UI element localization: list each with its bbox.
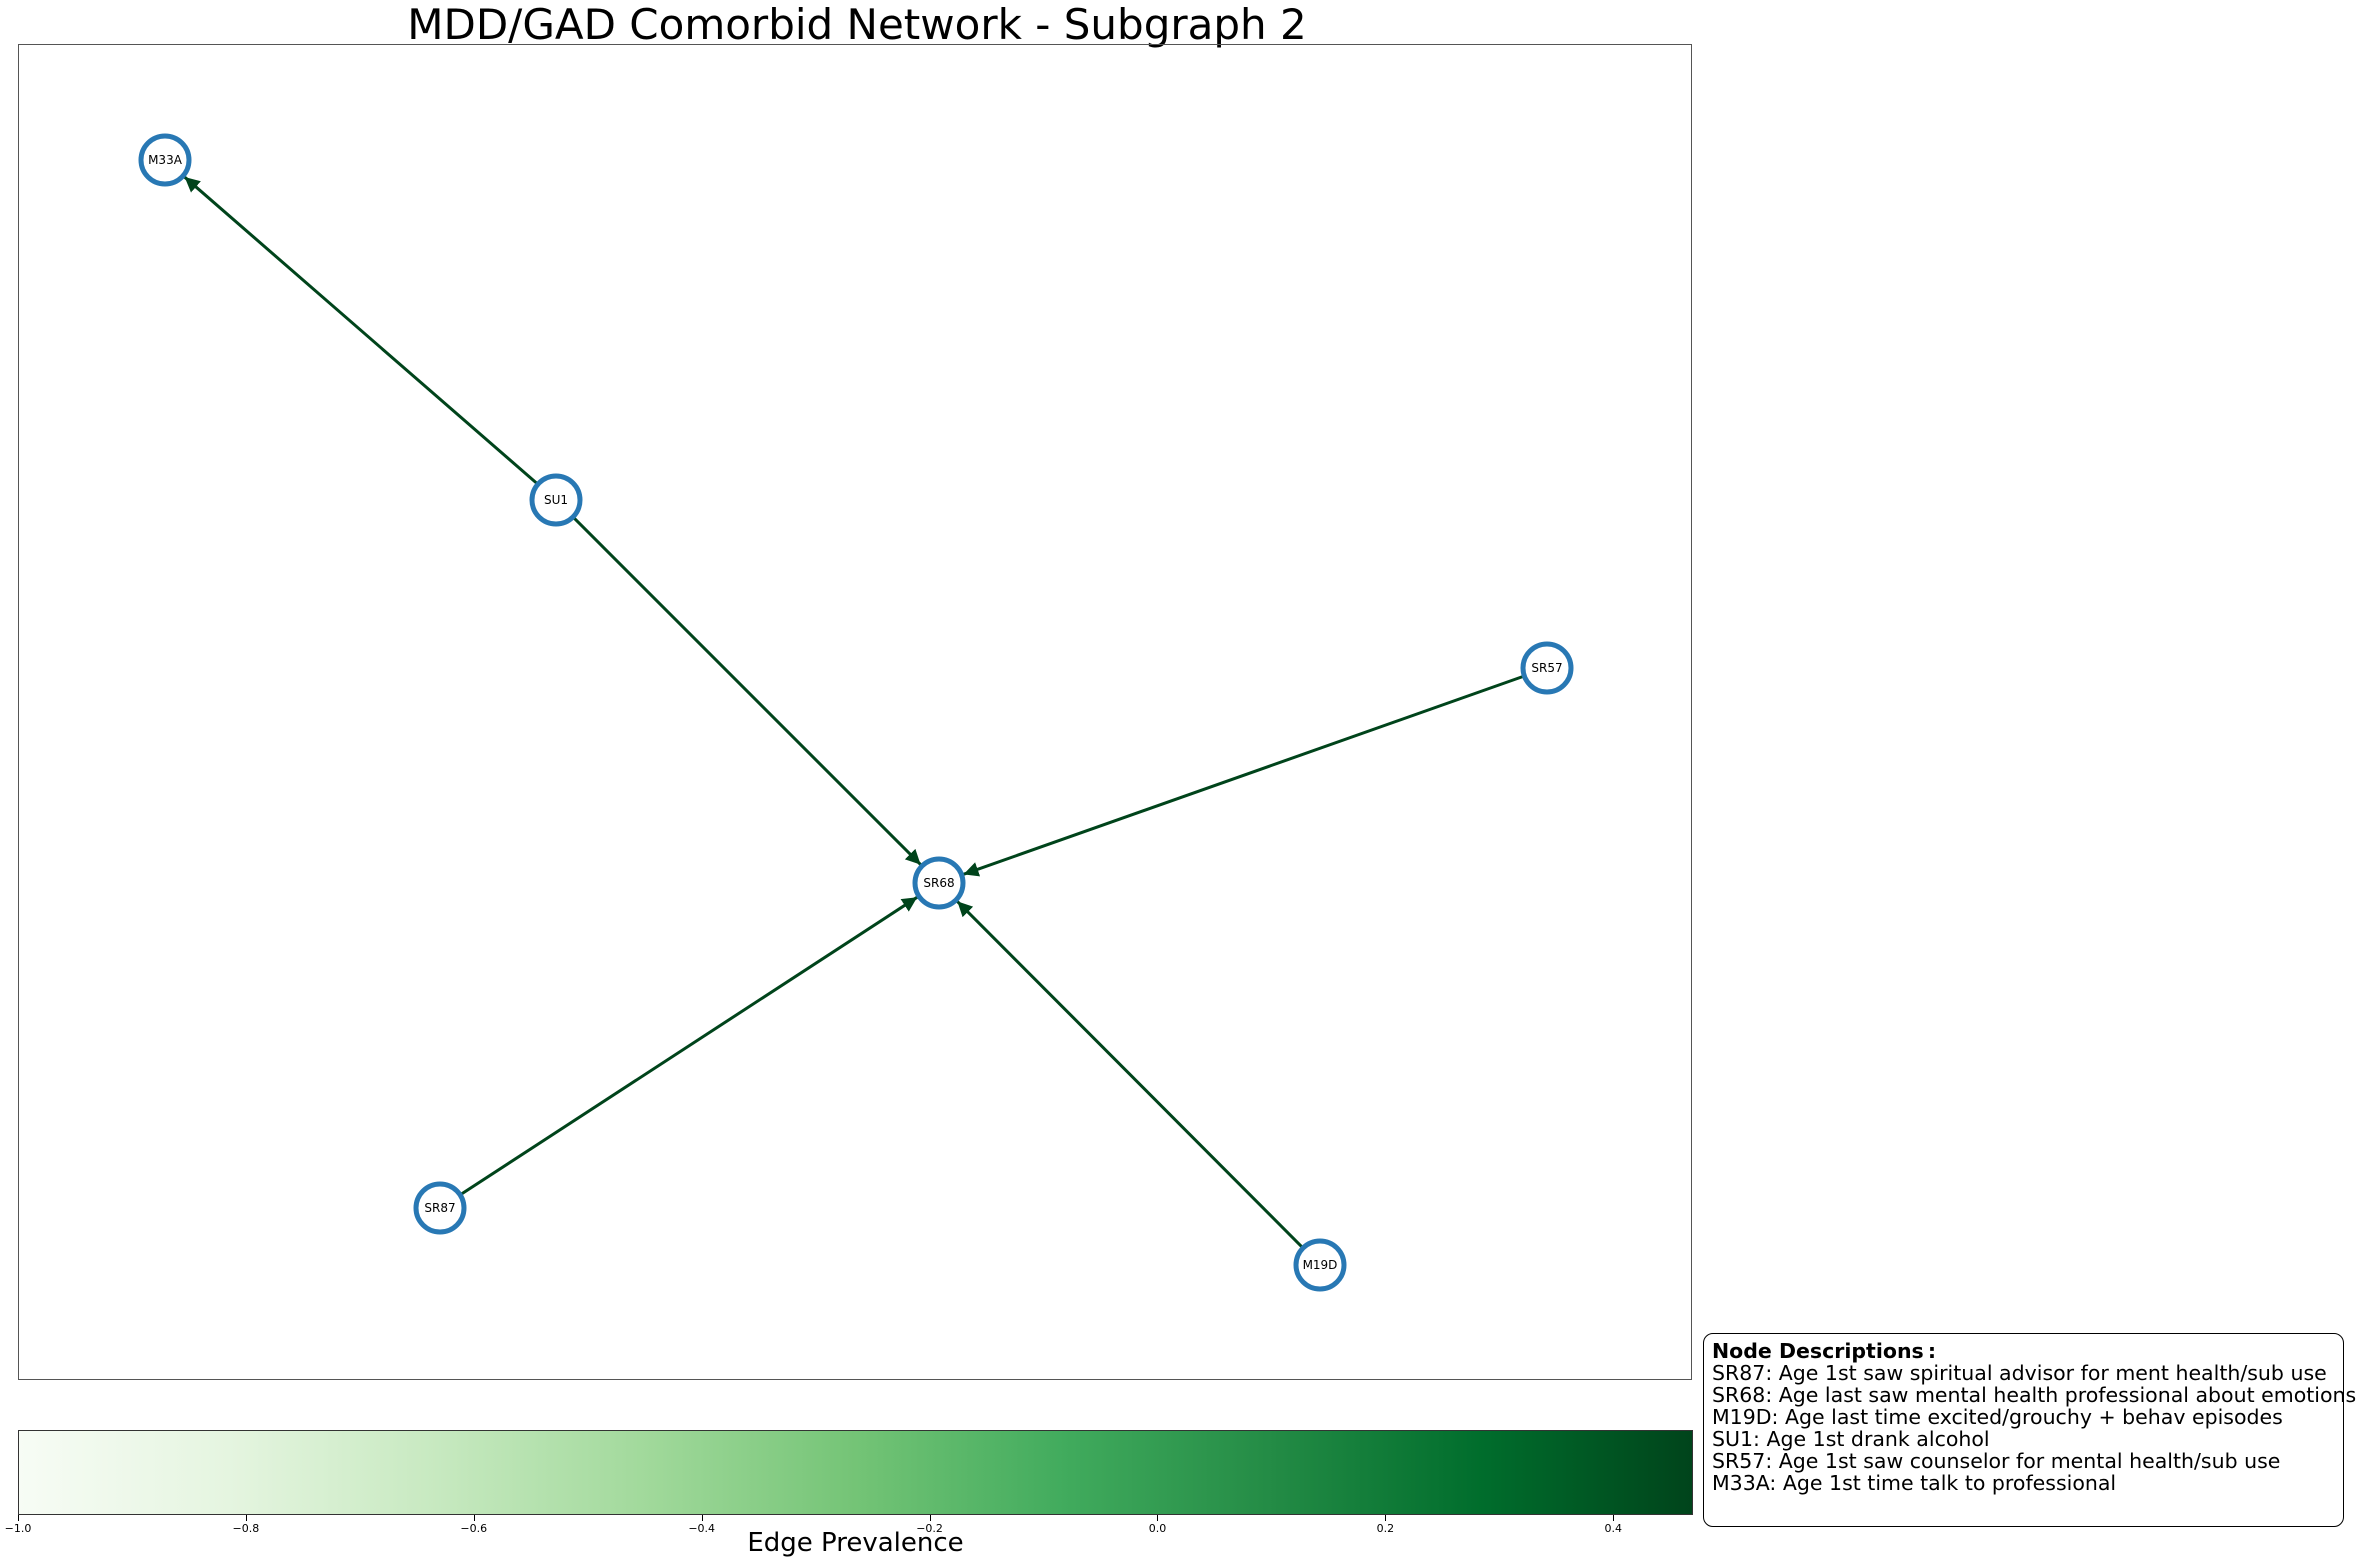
colorbar-tick-label: −0.4 xyxy=(688,1522,716,1535)
colorbar-tick-label: −0.2 xyxy=(916,1522,943,1535)
colorbar-tick xyxy=(929,1515,931,1521)
colorbar-tick xyxy=(1385,1515,1387,1521)
node-sr87: SR87 xyxy=(413,1181,467,1235)
node-circle xyxy=(529,473,583,527)
colorbar-tick-label: 0.0 xyxy=(1148,1522,1167,1535)
colorbar-tick xyxy=(1157,1515,1159,1521)
legend-item: M19D: Age last time excited/grouchy + be… xyxy=(1712,1405,2283,1429)
node-label: SU1 xyxy=(544,493,568,507)
colorbar-tick-label: −0.8 xyxy=(232,1522,260,1535)
legend-item: M33A: Age 1st time talk to professional xyxy=(1712,1471,2117,1495)
edge-su1-to-m33a xyxy=(183,175,539,486)
node-label: SR68 xyxy=(923,876,954,890)
legend-item: SR68: Age last saw mental health profess… xyxy=(1712,1383,2356,1407)
node-m33a: M33A xyxy=(138,133,192,187)
node-label: M33A xyxy=(148,153,183,167)
legend-item: SR87: Age 1st saw spiritual advisor for … xyxy=(1712,1361,2327,1385)
legend-title: Node Descriptions : xyxy=(1712,1339,1937,1363)
colorbar-tick xyxy=(245,1515,247,1521)
graph-panel xyxy=(18,44,1692,1380)
node-circle xyxy=(1293,1238,1347,1292)
edge-prevalence-colorbar xyxy=(18,1430,1693,1515)
node-circle xyxy=(413,1181,467,1235)
colorbar-tick xyxy=(1613,1515,1615,1521)
edge-m19d-to-sr68 xyxy=(956,900,1305,1250)
edge-sr57-to-sr68 xyxy=(963,674,1525,877)
colorbar-tick xyxy=(473,1515,475,1521)
node-label: SR57 xyxy=(1531,661,1562,675)
node-descriptions-legend: Node Descriptions : SR87: Age 1st saw sp… xyxy=(1703,1333,2356,1527)
colorbar-label: Edge Prevalence xyxy=(747,1528,964,1558)
node-m19d: M19D xyxy=(1293,1238,1347,1292)
node-circle xyxy=(912,856,966,910)
node-sr57: SR57 xyxy=(1520,641,1574,695)
edges-layer xyxy=(183,175,1525,1250)
node-circle xyxy=(1520,641,1574,695)
colorbar-tick-label: −0.6 xyxy=(460,1522,488,1535)
node-circle xyxy=(138,133,192,187)
legend-item: SR57: Age 1st saw counselor for mental h… xyxy=(1712,1449,2281,1473)
edge-sr87-to-sr68 xyxy=(459,895,919,1197)
node-label: M19D xyxy=(1303,1258,1338,1272)
legend-item: SU1: Age 1st drank alcohol xyxy=(1712,1427,1990,1451)
chart-title: MDD/GAD Comorbid Network - Subgraph 2 xyxy=(407,0,1307,49)
edge-su1-to-sr68 xyxy=(571,515,922,866)
node-label: SR87 xyxy=(424,1201,455,1215)
node-su1: SU1 xyxy=(529,473,583,527)
colorbar-tick xyxy=(701,1515,703,1521)
colorbar-tick-label: 0.4 xyxy=(1604,1522,1622,1535)
colorbar-tick-label: −1.0 xyxy=(4,1522,32,1535)
colorbar-tick xyxy=(18,1515,19,1521)
node-sr68: SR68 xyxy=(912,856,966,910)
colorbar-tick-label: 0.2 xyxy=(1376,1522,1395,1535)
